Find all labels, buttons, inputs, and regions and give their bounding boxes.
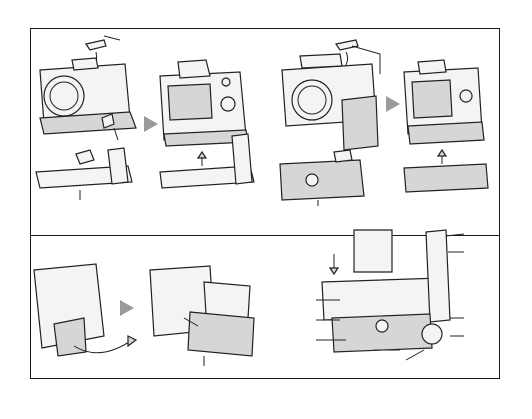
grip-handle <box>232 134 252 184</box>
grip-handle <box>108 148 128 184</box>
battery-pack <box>188 312 254 356</box>
up-arrow-icon <box>438 150 446 156</box>
step-arrow-icon <box>144 116 158 132</box>
terminal-cover <box>336 40 358 50</box>
grip-part-4 <box>404 150 488 192</box>
up-arrow-icon <box>198 152 206 158</box>
grip-part-3 <box>280 150 364 206</box>
down-arrow-icon <box>330 268 338 274</box>
terminal-cover <box>86 40 106 50</box>
panel-battery-inserted <box>150 266 254 366</box>
camera-top-plate <box>300 54 342 68</box>
rear-monitor <box>168 84 212 120</box>
battery-grip-body <box>280 160 364 200</box>
grip-handle <box>426 230 450 322</box>
callout-line <box>104 36 120 40</box>
panel-grip-parts-callouts <box>316 230 464 360</box>
holder-latch <box>54 318 86 356</box>
rotate-arrow-icon <box>128 336 136 346</box>
battery-grip <box>342 96 378 150</box>
panel-grip-attached-rear-em10 <box>160 60 248 146</box>
grip-base <box>408 122 484 144</box>
rear-monitor <box>412 80 452 118</box>
open-holder <box>204 282 250 318</box>
battery-grip-body <box>404 164 488 192</box>
grip-part-1 <box>36 148 132 200</box>
terminal-cover <box>334 150 352 162</box>
terminal-cover <box>76 150 94 164</box>
panel-grip-attached-rear-em5 <box>404 60 484 144</box>
step-arrow-icon <box>120 300 134 316</box>
step-arrow-icon <box>386 96 400 112</box>
grip-dial <box>306 174 318 186</box>
viewfinder <box>418 60 446 74</box>
control-dial <box>460 90 472 102</box>
panel-attach-grip-em10 <box>40 36 136 140</box>
grip-dial <box>422 324 442 344</box>
lock-knob <box>376 320 388 332</box>
camera-top-dial <box>72 58 98 70</box>
viewfinder <box>178 60 210 78</box>
button <box>222 78 230 86</box>
detail-inset <box>354 230 392 272</box>
panel-attach-grip-em5 <box>282 40 380 150</box>
control-dial <box>221 97 235 111</box>
